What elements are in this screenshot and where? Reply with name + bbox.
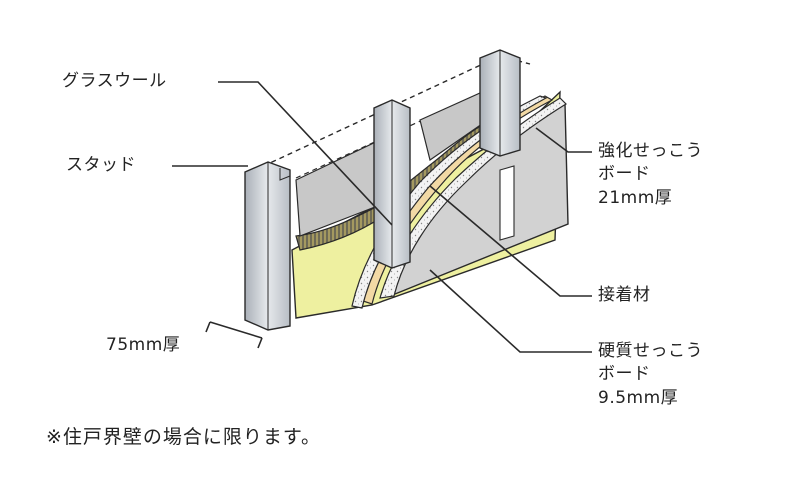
hard-board-line2: ボード	[598, 364, 651, 385]
stud-middle	[373, 99, 411, 269]
leader-stud-depth	[209, 321, 263, 339]
board-joint	[499, 165, 515, 241]
stud-right	[479, 49, 521, 157]
leader-lines	[172, 81, 592, 353]
hard-board-line3: 9.5mm厚	[598, 387, 679, 408]
label-adhesive: 接着材	[598, 285, 651, 305]
stud-left	[244, 161, 291, 331]
footnote: ※住戸界壁の場合に限ります。	[46, 426, 322, 448]
leader-adhesive	[429, 185, 592, 297]
depth-ticks	[205, 321, 263, 349]
leader-hard-board	[429, 269, 592, 353]
label-reinforced-board: 強化せっこう ボード 21mm厚	[598, 140, 703, 210]
reinforced-board-edge	[379, 97, 567, 299]
label-stud: スタッド	[66, 155, 136, 175]
label-glass-wool: グラスウール	[62, 71, 167, 91]
label-stud-depth: 75mm厚	[106, 335, 181, 355]
reinforced-board-line2: ボード	[598, 164, 651, 185]
label-hard-board: 硬質せっこう ボード 9.5mm厚	[598, 340, 703, 410]
hard-board-line1: 硬質せっこう	[598, 341, 703, 361]
reinforced-board-line1: 強化せっこう	[598, 141, 703, 161]
leader-glass-wool	[218, 81, 393, 226]
leader-reinforced-board	[535, 127, 592, 153]
reinforced-board-line3: 21mm厚	[598, 187, 673, 208]
